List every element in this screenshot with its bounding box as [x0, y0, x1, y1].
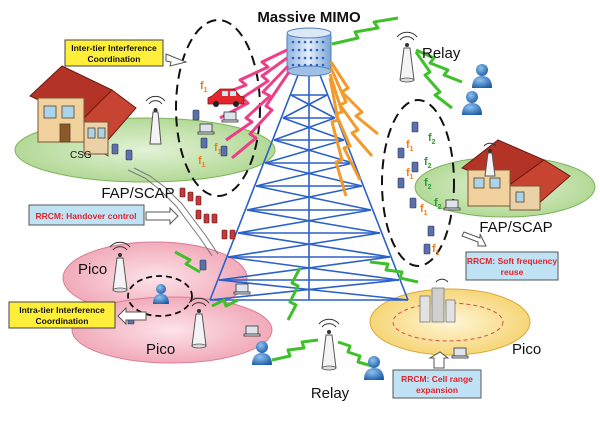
femto-ap-right-icon: [483, 142, 497, 177]
pico-bottom-left-bs-icon: [188, 297, 210, 349]
svg-text:RRCM: Cell range: RRCM: Cell range: [401, 374, 473, 384]
left-interference-ellipse: [175, 19, 261, 197]
right-interference-ellipse: [381, 99, 455, 267]
fap-right-label: FAP/SCAP: [479, 219, 552, 236]
pink-links: [214, 48, 291, 160]
car-icon: [207, 88, 245, 107]
f2-label: f2: [434, 197, 442, 211]
grey-handover-links: [127, 167, 219, 257]
massive-mimo-tower: [209, 69, 409, 301]
svg-text:RRCM: Soft frequency: RRCM: Soft frequency: [467, 256, 557, 266]
intra-tier-callout: Intra-tier Interference Coordination: [8, 301, 116, 329]
pico-bottom-left-label: Pico: [146, 341, 175, 358]
user-icon: [364, 356, 384, 380]
orange-links: [328, 61, 379, 197]
svg-text:expansion: expansion: [416, 385, 458, 395]
svg-text:RRCM: Handover control: RRCM: Handover control: [35, 211, 136, 221]
f1-label: f1: [214, 142, 222, 156]
f1-label: f1: [420, 203, 428, 217]
f1-label: f1: [432, 243, 440, 257]
soft-frequency-callout: RRCM: Soft frequency reuse: [465, 251, 559, 281]
relay-top-label: Relay: [422, 45, 461, 62]
f1-label: f1: [406, 139, 414, 153]
laptop-icon: [197, 111, 469, 359]
green-links: [174, 16, 463, 368]
pico-intra-ellipse: [127, 275, 193, 317]
user-icon: [153, 284, 169, 304]
f2-label: f2: [424, 177, 432, 191]
svg-text:reuse: reuse: [501, 267, 524, 277]
svg-text:Coordination: Coordination: [36, 316, 89, 326]
left-house-icon: [29, 65, 137, 157]
pico-top-left-bs-icon: [109, 241, 131, 293]
f1-label: f1: [198, 155, 206, 169]
relay-top-icon: [396, 31, 418, 83]
antenna-array-icon: [286, 27, 332, 77]
femto-ap-left-icon: [145, 95, 166, 145]
callout-arrows: [117, 53, 487, 369]
cell-range-callout: RRCM: Cell range expansion: [392, 369, 482, 399]
f1-label: f1: [406, 167, 414, 181]
handover-callout: RRCM: Handover control: [28, 204, 145, 226]
handover-phones: [179, 187, 236, 240]
right-house-icon: [460, 139, 571, 211]
user-icon: [462, 91, 482, 115]
svg-text:Coordination: Coordination: [88, 54, 141, 64]
f2-label: f2: [428, 132, 436, 146]
user-icon: [472, 64, 492, 88]
pico-top-left-label: Pico: [78, 261, 107, 278]
diagram-title: Massive MIMO: [257, 9, 361, 26]
svg-text:Intra-tier Interference: Intra-tier Interference: [19, 305, 105, 315]
relay-bottom-label: Relay: [311, 385, 350, 402]
frequency-labels: f1 f1 f1 f1 f1 f1 f1 f2 f2 f2 f2: [198, 80, 442, 257]
inter-tier-callout: Inter-tier Interference Coordination: [64, 39, 164, 67]
f1-label: f1: [200, 80, 208, 94]
f2-label: f2: [424, 156, 432, 170]
pico-right-bs-icon: [419, 278, 456, 323]
fap-left-label: FAP/SCAP: [101, 185, 174, 202]
user-icon: [252, 341, 272, 365]
relay-bottom-icon: [318, 318, 340, 371]
pico-right-label: Pico: [512, 341, 541, 358]
csg-label: CSG: [70, 150, 92, 161]
mobile-phone-icon: [111, 109, 435, 325]
svg-text:Inter-tier Interference: Inter-tier Interference: [71, 43, 157, 53]
